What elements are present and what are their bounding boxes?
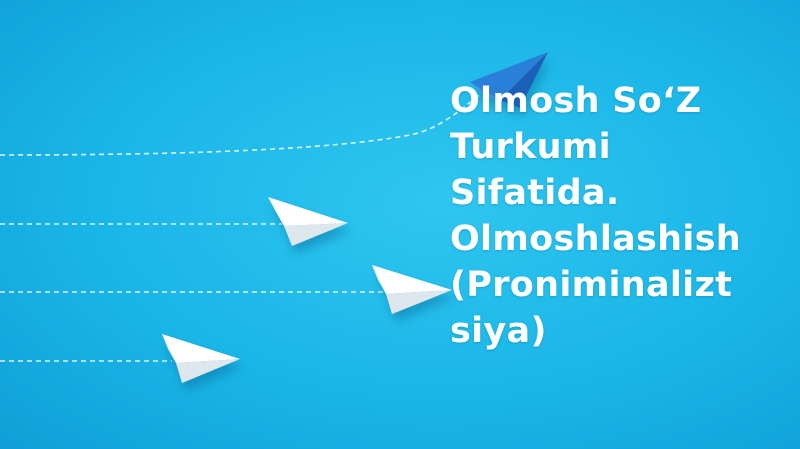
white-paper-plane-icon bbox=[162, 334, 240, 383]
title-line: (Proniminalizt bbox=[450, 265, 733, 305]
white-paper-plane-icon bbox=[268, 197, 348, 246]
title-line: Olmosh So‘Z bbox=[450, 81, 702, 121]
flight-trail-lead bbox=[0, 92, 483, 156]
slide-title: Olmosh So‘Z Turkumi Sifatida. Olmoshlash… bbox=[450, 78, 790, 354]
title-line: Olmoshlashish bbox=[450, 219, 742, 259]
title-line: Sifatida. bbox=[450, 173, 620, 213]
blue-paper-plane-icon bbox=[470, 52, 548, 108]
white-paper-plane-icon bbox=[372, 265, 452, 314]
title-line: Turkumi bbox=[450, 127, 611, 167]
title-line: siya) bbox=[450, 311, 547, 351]
